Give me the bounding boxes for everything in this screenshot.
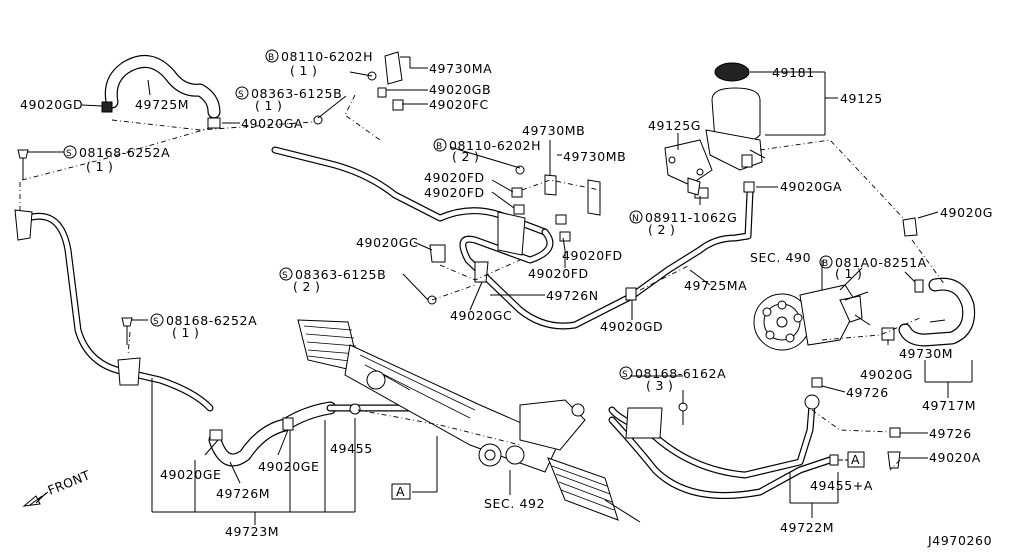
label-49726-1: 49726 <box>846 385 889 400</box>
label-qty-2-a: ( 2 ) <box>452 149 479 164</box>
label-49725ma: 49725MA <box>684 278 747 293</box>
label-08110-6202h-mid: 08110-6202H <box>449 138 541 153</box>
part-labels: 49020GD 49725M 49020GA S 08168-6252A ( 1… <box>20 49 993 548</box>
label-49020fd-2: 49020FD <box>424 185 485 200</box>
label-qty-1-c: ( 1 ) <box>255 98 282 113</box>
power-steering-pump <box>753 284 871 351</box>
label-qty-2-c: ( 2 ) <box>648 222 675 237</box>
nut-symbol <box>629 210 643 224</box>
screw-symbol <box>150 313 164 327</box>
label-49726m: 49726M <box>216 486 270 501</box>
label-08911-1062g: 08911-1062G <box>645 210 737 225</box>
label-qty-2-b: ( 2 ) <box>293 279 320 294</box>
diagram-id: J4970260 <box>927 533 992 548</box>
ref-a-2: A <box>851 452 860 467</box>
label-08168-6252a-left: 08168-6252A <box>166 313 257 328</box>
label-49730mb-2: 49730MB <box>563 149 626 164</box>
fittings <box>14 51 924 469</box>
label-49723m: 49723M <box>225 524 279 539</box>
label-49717m: 49717M <box>922 398 976 413</box>
label-49020fd-3: 49020FD <box>562 248 623 263</box>
label-49020gd: 49020GD <box>20 97 83 112</box>
ref-box-a-1 <box>391 483 411 500</box>
pipe-lines <box>18 54 976 500</box>
steering-rack <box>297 319 641 523</box>
prefix-s: S <box>153 317 159 327</box>
label-08363-6125b-mid: 08363-6125B <box>295 267 386 282</box>
prefix-b: B <box>268 53 274 63</box>
label-49181: 49181 <box>772 65 815 80</box>
label-49020g-mid: 49020G <box>860 367 913 382</box>
label-qty-1-a: ( 1 ) <box>86 159 113 174</box>
label-49020fc: 49020FC <box>429 97 489 112</box>
label-49730mb-1: 49730MB <box>522 123 585 138</box>
prefix-s: S <box>66 149 72 159</box>
bolt-symbol <box>819 255 833 269</box>
label-49020gc-2: 49020GC <box>450 308 512 323</box>
prefix-s: S <box>622 370 628 380</box>
bolt-symbol <box>433 138 447 152</box>
label-49722m: 49722M <box>780 520 834 535</box>
bolt-symbol <box>265 49 279 63</box>
label-49020ge-2: 49020GE <box>258 459 320 474</box>
label-08168-6162a: 08168-6162A <box>635 366 726 381</box>
front-direction-indicator: FRONT <box>22 467 93 507</box>
label-qty-3: ( 3 ) <box>646 378 673 393</box>
label-49020ge-1: 49020GE <box>160 467 222 482</box>
label-49020gd-2: 49020GD <box>600 319 663 334</box>
label-49455-plus-a: 49455+A <box>810 478 873 493</box>
screw-symbol <box>63 145 77 159</box>
screw-symbol <box>619 366 633 380</box>
label-49125g: 49125G <box>648 118 701 133</box>
label-49020ga-right: 49020GA <box>780 179 842 194</box>
ref-a-1: A <box>396 484 405 499</box>
label-49730ma: 49730MA <box>429 61 492 76</box>
label-49730m: 49730M <box>899 346 953 361</box>
label-49725m: 49725M <box>135 97 189 112</box>
label-49020fd-1: 49020FD <box>424 170 485 185</box>
dashed-center-lines <box>19 94 946 471</box>
label-49020gc-1: 49020GC <box>356 235 418 250</box>
front-label: FRONT <box>46 467 93 497</box>
reservoir <box>664 62 766 199</box>
prefix-s: S <box>238 90 244 100</box>
label-49020ga-top: 49020GA <box>241 116 303 131</box>
label-49020a: 49020A <box>929 450 981 465</box>
ref-box-a-2 <box>847 451 865 468</box>
label-081a0-8251a: 081A0-8251A <box>835 255 927 270</box>
label-08363-6125b-top: 08363-6125B <box>251 86 342 101</box>
prefix-n: N <box>632 214 639 224</box>
label-qty-1-b: ( 1 ) <box>290 63 317 78</box>
prefix-b: B <box>822 259 828 269</box>
label-qty-1-e: ( 1 ) <box>172 325 199 340</box>
screw-symbol <box>279 267 293 281</box>
label-08110-6202h-top: 08110-6202H <box>281 49 373 64</box>
label-49020fd-4: 49020FD <box>528 266 589 281</box>
label-sec-492: SEC. 492 <box>484 496 545 511</box>
prefix-b: B <box>436 142 442 152</box>
leader-lines <box>28 56 973 525</box>
label-49020g-top: 49020G <box>940 205 993 220</box>
label-49020gb: 49020GB <box>429 82 491 97</box>
label-49455: 49455 <box>330 441 373 456</box>
label-08168-6252a-top: 08168-6252A <box>79 145 170 160</box>
label-qty-1-d: ( 1 ) <box>835 266 862 281</box>
prefix-s: S <box>282 271 288 281</box>
screw-symbol <box>235 86 249 100</box>
label-sec-490: SEC. 490 <box>750 250 811 265</box>
label-49726-2: 49726 <box>929 426 972 441</box>
label-49726n: 49726N <box>546 288 599 303</box>
label-49125: 49125 <box>840 91 883 106</box>
